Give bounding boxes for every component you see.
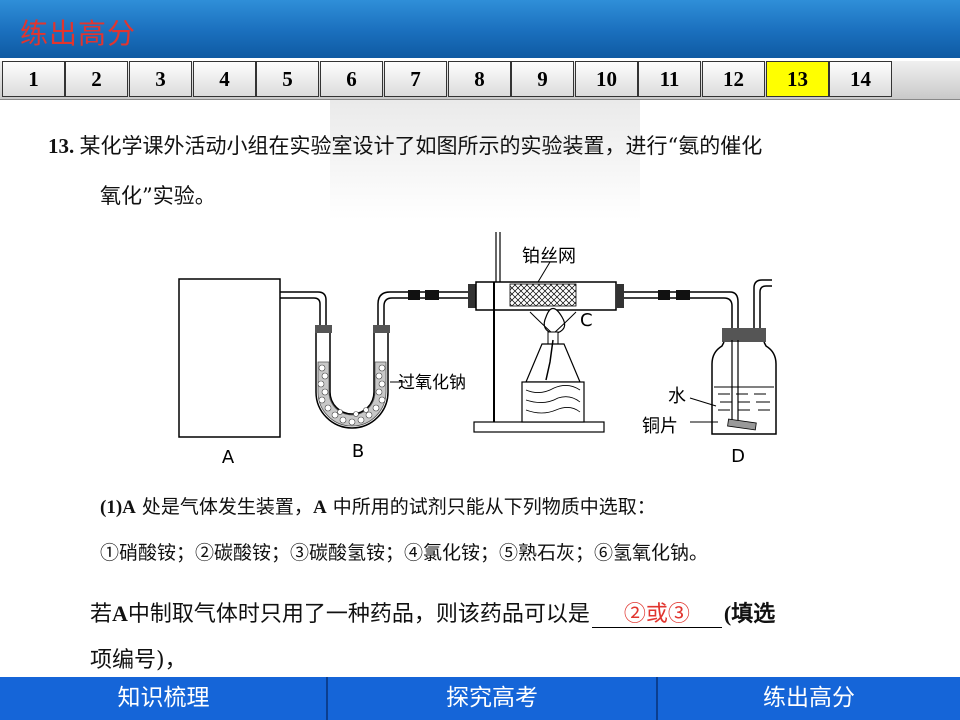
label-a: A (222, 447, 235, 468)
gas-washing-bottle: 水 铜片 D (642, 279, 777, 467)
water-label: 水 (668, 386, 686, 407)
part1-question-line2: 项编号)， (90, 648, 187, 673)
combustion-tube: 铂丝网 C (468, 232, 624, 331)
part1-line1: (1)A 处是气体发生装置，A 中所用的试剂只能从下列物质中选取： (100, 496, 656, 518)
tab-4[interactable]: 4 (193, 61, 256, 97)
header-bar: 练出高分 (0, 0, 960, 58)
label-b: B (352, 441, 364, 462)
platinum-mesh-label: 铂丝网 (522, 246, 576, 267)
tab-6[interactable]: 6 (320, 61, 383, 97)
tab-1[interactable]: 1 (2, 61, 65, 97)
u-tube: B (315, 325, 390, 462)
nav-practice[interactable]: 练出高分 (763, 685, 855, 711)
footer-nav: 知识梳理 探究高考 练出高分 (0, 677, 960, 720)
question-number: 13 (48, 134, 69, 158)
part1-options: ①硝酸铵；②碳酸铵；③碳酸氢铵；④氯化铵；⑤熟石灰；⑥氢氧化钠。 (100, 542, 709, 564)
alcohol-lamp (521, 307, 585, 423)
question-line-2: 氧化”实验。 (100, 184, 216, 208)
label-c: C (580, 310, 593, 331)
background-highlight (330, 100, 640, 220)
experiment-apparatus-diagram: A B 过氧化钠 铂丝网 C (178, 232, 777, 468)
tab-7[interactable]: 7 (384, 61, 447, 97)
tab-12[interactable]: 12 (702, 61, 765, 97)
tab-9[interactable]: 9 (511, 61, 574, 97)
tab-10[interactable]: 10 (575, 61, 638, 97)
tab-11[interactable]: 11 (638, 61, 701, 97)
tab-3[interactable]: 3 (129, 61, 192, 97)
tab-8[interactable]: 8 (448, 61, 511, 97)
question-tab-bar: 1 2 3 4 5 6 7 8 9 10 11 12 13 14 (0, 61, 960, 100)
question-line-1: 13. 某化学课外活动小组在实验室设计了如图所示的实验装置，进行“氨的催化 (48, 134, 763, 158)
copper-label: 铜片 (642, 416, 678, 437)
answer-blank[interactable]: ②或③ (591, 603, 722, 628)
gas-generator-box (178, 278, 281, 438)
tab-5[interactable]: 5 (256, 61, 319, 97)
tab-14[interactable]: 14 (829, 61, 892, 97)
nav-explore-exam[interactable]: 探究高考 (446, 685, 538, 711)
tab-2[interactable]: 2 (65, 61, 128, 97)
nav-knowledge-review[interactable]: 知识梳理 (117, 685, 210, 711)
section-title: 练出高分 (20, 17, 137, 50)
sodium-peroxide-label: 过氧化钠 (398, 373, 466, 393)
tab-13[interactable]: 13 (766, 61, 829, 97)
label-d: D (731, 446, 745, 467)
